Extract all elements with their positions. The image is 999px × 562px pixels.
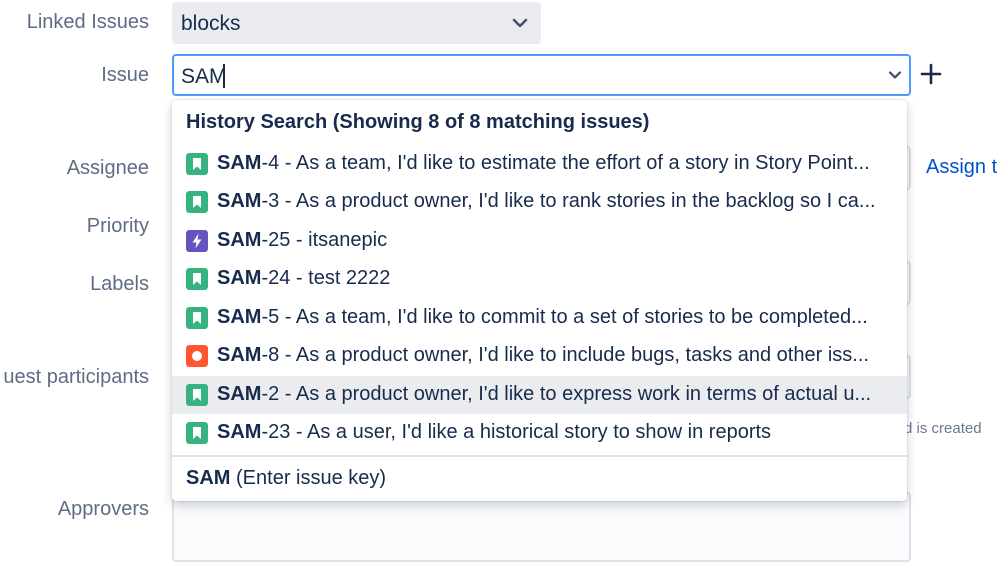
issue-label: Issue [101,64,149,86]
request-participants-label: uest participants [3,366,149,388]
issue-option-sam-24[interactable]: SAM-24 - test 2222 [172,260,907,298]
linked-issues-value: blocks [181,12,241,35]
approvers-field[interactable] [172,492,911,562]
story-icon [186,191,208,213]
chevron-down-icon [512,18,528,28]
story-icon [186,384,208,406]
issue-search-dropdown: History Search (Showing 8 of 8 matching … [172,100,907,501]
chevron-down-icon[interactable] [886,66,904,84]
assign-to-me-link[interactable]: Assign t [926,156,998,178]
add-issue-icon[interactable] [918,61,944,87]
issue-option-text: SAM-5 - As a team, I'd like to commit to… [217,306,868,328]
bug-icon [186,345,208,367]
issue-search-input[interactable]: SAM [172,54,911,96]
issue-option-text: SAM-25 - itsanepic [217,229,388,251]
approvers-label: Approvers [57,498,149,520]
priority-label: Priority [86,215,149,237]
issue-option-sam-3[interactable]: SAM-3 - As a product owner, I'd like to … [172,183,907,221]
enter-issue-key-option[interactable]: SAM (Enter issue key) [186,467,387,489]
linked-issues-label: Linked Issues [26,11,149,33]
issue-option-text: SAM-8 - As a product owner, I'd like to … [217,344,869,366]
assignee-label: Assignee [66,157,149,179]
issue-option-sam-2[interactable]: SAM-2 - As a product owner, I'd like to … [172,376,907,414]
issue-option-sam-8[interactable]: SAM-8 - As a product owner, I'd like to … [172,337,907,375]
issue-option-sam-5[interactable]: SAM-5 - As a team, I'd like to commit to… [172,299,907,337]
issue-input-value: SAM [181,65,227,88]
issue-option-text: SAM-23 - As a user, I'd like a historica… [217,421,772,443]
issue-option-sam-25[interactable]: SAM-25 - itsanepic [172,222,907,260]
issue-option-text: SAM-24 - test 2222 [217,267,391,289]
helper-text: d is created [904,420,982,437]
epic-icon [186,230,208,252]
dropdown-divider [172,455,907,457]
text-caret [223,64,225,88]
dropdown-header: History Search (Showing 8 of 8 matching … [186,111,650,133]
issue-option-sam-4[interactable]: SAM-4 - As a team, I'd like to estimate … [172,145,907,183]
issue-option-text: SAM-2 - As a product owner, I'd like to … [217,383,872,405]
labels-label: Labels [90,273,149,295]
story-icon [186,268,208,290]
story-icon [186,153,208,175]
issue-option-text: SAM-3 - As a product owner, I'd like to … [217,190,876,212]
issue-option-text: SAM-4 - As a team, I'd like to estimate … [217,152,870,174]
story-icon [186,422,208,444]
issue-option-sam-23[interactable]: SAM-23 - As a user, I'd like a historica… [172,414,907,452]
linked-issues-select[interactable]: blocks [172,2,541,44]
story-icon [186,307,208,329]
